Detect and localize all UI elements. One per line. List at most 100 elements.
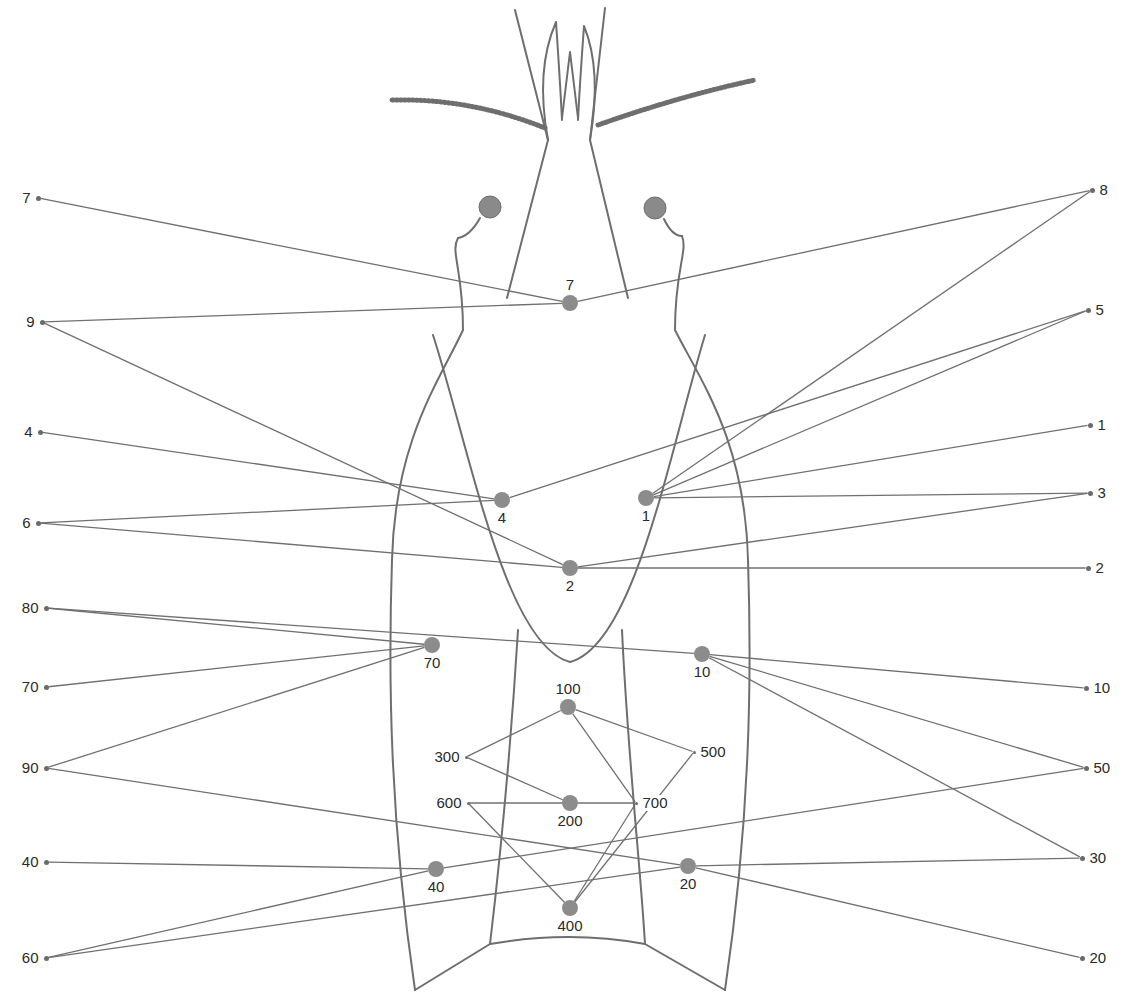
dot-shape bbox=[1080, 856, 1085, 861]
callout-number: 40 bbox=[21, 854, 40, 870]
leader-line bbox=[48, 871, 428, 958]
dot bbox=[1086, 566, 1091, 571]
dot-shape bbox=[1084, 686, 1089, 691]
dot-shape bbox=[680, 858, 696, 874]
leader-line bbox=[40, 500, 494, 522]
leader-line bbox=[444, 768, 1084, 867]
callout-number: 2 bbox=[565, 578, 575, 594]
leader-line bbox=[710, 655, 1084, 688]
dot-shape bbox=[465, 756, 468, 759]
dot-shape bbox=[560, 699, 576, 715]
dot-shape bbox=[694, 646, 710, 662]
callout-number: 40 bbox=[427, 879, 446, 895]
leader-line bbox=[470, 802, 563, 803]
callout-number: 20 bbox=[1089, 950, 1108, 966]
leader-line bbox=[696, 868, 1080, 958]
numbered-dot: 6 bbox=[36, 521, 41, 526]
leader-line bbox=[578, 567, 1086, 568]
dot-shape bbox=[428, 861, 444, 877]
numbered-dot: 2 bbox=[1086, 566, 1091, 571]
leader-line bbox=[578, 493, 1088, 567]
numbered-dot: 200 bbox=[562, 795, 578, 811]
numbered-dot: 90 bbox=[44, 766, 49, 771]
numbered-dot: 60 bbox=[44, 956, 49, 961]
antennule bbox=[392, 100, 545, 128]
dot bbox=[44, 766, 49, 771]
numbered-dot: 30 bbox=[1080, 856, 1085, 861]
callout-number: 2 bbox=[1095, 560, 1105, 576]
numbered-dot: 700 bbox=[635, 802, 638, 805]
dot bbox=[562, 295, 578, 311]
numbered-dot: 2 bbox=[562, 560, 578, 576]
numbered-dot: 20 bbox=[1080, 956, 1085, 961]
leader-line bbox=[578, 191, 1090, 302]
carapace-edge bbox=[433, 335, 705, 662]
leader-line bbox=[653, 311, 1085, 495]
leader-line bbox=[40, 198, 562, 301]
head-outline bbox=[590, 140, 628, 298]
callout-number: 60 bbox=[21, 950, 40, 966]
callout-number: 300 bbox=[433, 749, 460, 765]
dot bbox=[562, 795, 578, 811]
rostrum-leaf bbox=[543, 22, 562, 140]
numbered-dot: 70 bbox=[44, 685, 49, 690]
numbered-dot: 300 bbox=[465, 756, 468, 759]
leader-line bbox=[469, 804, 564, 902]
leader-line bbox=[709, 658, 1080, 857]
dot bbox=[36, 521, 41, 526]
callout-number: 50 bbox=[1093, 760, 1112, 776]
dot bbox=[40, 320, 45, 325]
dot-shape bbox=[424, 637, 440, 653]
leader-line bbox=[48, 867, 680, 958]
callout-number: 80 bbox=[21, 600, 40, 616]
leader-line bbox=[44, 303, 562, 322]
dot bbox=[694, 646, 710, 662]
numbered-dot: 7 bbox=[36, 196, 41, 201]
dot-shape bbox=[1090, 188, 1095, 193]
numbered-dot: 400 bbox=[562, 900, 578, 916]
leader-line bbox=[49, 862, 429, 869]
numbered-dot: 1 bbox=[1088, 423, 1093, 428]
leader-line bbox=[48, 608, 424, 644]
callout-number: 9 bbox=[25, 314, 35, 330]
dot-shape bbox=[467, 802, 470, 805]
leader-line bbox=[42, 432, 494, 498]
leader-line bbox=[467, 758, 562, 800]
callout-number: 30 bbox=[1089, 850, 1108, 866]
leader-line bbox=[578, 802, 635, 803]
numbered-dot: 40 bbox=[44, 860, 49, 865]
dot bbox=[38, 430, 43, 435]
dot-shape bbox=[693, 751, 696, 754]
dot-shape bbox=[36, 196, 41, 201]
eye bbox=[479, 196, 501, 218]
leader-line bbox=[510, 311, 1086, 498]
callout-number: 7 bbox=[565, 277, 575, 293]
dot-shape bbox=[40, 320, 45, 325]
numbered-dot: 10 bbox=[1084, 686, 1089, 691]
dot bbox=[693, 751, 696, 754]
callout-number: 90 bbox=[21, 760, 40, 776]
leader-line bbox=[48, 608, 694, 653]
dot-shape bbox=[44, 606, 49, 611]
callout-number: 4 bbox=[23, 424, 33, 440]
numbered-dot: 40 bbox=[428, 861, 444, 877]
callout-number: 4 bbox=[497, 510, 507, 526]
callout-number: 100 bbox=[554, 681, 581, 697]
dot bbox=[465, 756, 468, 759]
dot bbox=[1088, 491, 1093, 496]
dot bbox=[428, 861, 444, 877]
callout-number: 600 bbox=[435, 795, 462, 811]
callout-number: 700 bbox=[642, 795, 669, 811]
numbered-dot: 3 bbox=[1088, 491, 1093, 496]
dot bbox=[1090, 188, 1095, 193]
dot-shape bbox=[562, 295, 578, 311]
dot-shape bbox=[635, 802, 638, 805]
rostrum-tip bbox=[562, 52, 578, 118]
dot-shape bbox=[1086, 308, 1091, 313]
callout-number: 500 bbox=[700, 744, 727, 760]
leader-line bbox=[573, 714, 636, 802]
numbered-dot: 100 bbox=[560, 699, 576, 715]
dot-shape bbox=[1080, 956, 1085, 961]
dot bbox=[36, 196, 41, 201]
dot-shape bbox=[562, 900, 578, 916]
